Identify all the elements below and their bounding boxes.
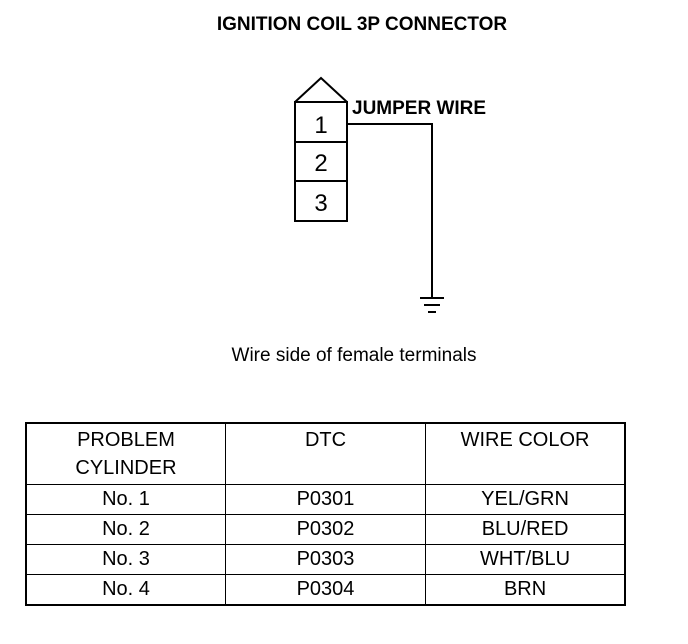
connector-caption: Wire side of female terminals <box>231 345 477 366</box>
pin-1-label: 1 <box>314 112 327 139</box>
table-row: No. 4 P0304 BRN <box>25 574 626 606</box>
cell-cylinder: No. 1 <box>25 484 226 515</box>
cell-cylinder: No. 2 <box>25 514 226 545</box>
jumper-wire-label: JUMPER WIRE <box>352 98 486 119</box>
jumper-wire <box>347 123 433 298</box>
table-row: No. 3 P0303 WHT/BLU <box>25 544 626 575</box>
cell-dtc: P0303 <box>224 544 427 575</box>
header-problem-cylinder: PROBLEM CYLINDER <box>25 422 226 485</box>
table-row: No. 2 P0302 BLU/RED <box>25 514 626 545</box>
cell-dtc: P0301 <box>224 484 427 515</box>
pin-2-label: 2 <box>314 150 327 177</box>
table-row: No. 1 P0301 YEL/GRN <box>25 484 626 515</box>
cell-wire-color: BRN <box>425 574 626 606</box>
cell-dtc: P0304 <box>224 574 427 606</box>
table-header-row: PROBLEM CYLINDER DTC WIRE COLOR <box>25 422 626 485</box>
cell-cylinder: No. 3 <box>25 544 226 575</box>
diagram-title: IGNITION COIL 3P CONNECTOR <box>216 14 508 35</box>
header-dtc: DTC <box>224 422 427 485</box>
connector-diagram: 1 2 3 JUMPER WIRE <box>294 76 486 313</box>
connector-housing <box>294 101 348 222</box>
cell-wire-color: BLU/RED <box>425 514 626 545</box>
pin-3-label: 3 <box>314 190 327 217</box>
cell-dtc: P0302 <box>224 514 427 545</box>
cell-wire-color: YEL/GRN <box>425 484 626 515</box>
dtc-table: PROBLEM CYLINDER DTC WIRE COLOR No. 1 P0… <box>25 422 626 606</box>
header-wire-color: WIRE COLOR <box>425 422 626 485</box>
connector-3p <box>294 76 348 222</box>
cell-cylinder: No. 4 <box>25 574 226 606</box>
cell-wire-color: WHT/BLU <box>425 544 626 575</box>
connector-key-tab <box>294 76 348 103</box>
ground-icon <box>420 297 444 313</box>
